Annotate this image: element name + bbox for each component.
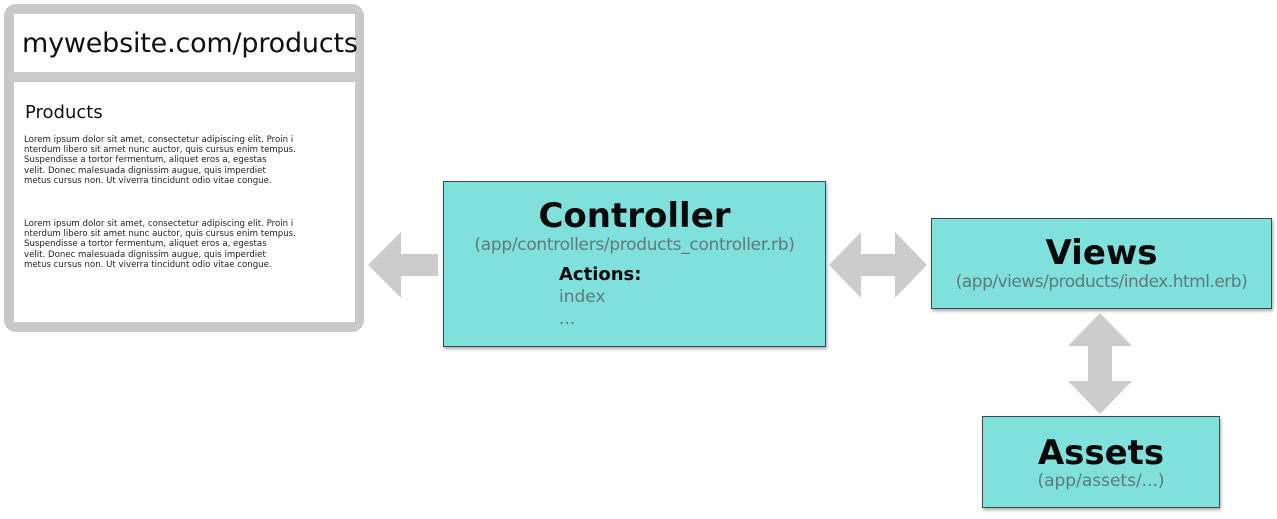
views-title: Views (1045, 233, 1158, 273)
arrow-controller-to-browser (368, 232, 438, 298)
controller-title: Controller (538, 196, 731, 236)
action-item-index: index (559, 287, 606, 307)
browser-window: mywebsite.com/products Products Lorem ip… (4, 4, 364, 332)
actions-label: Actions: (559, 264, 642, 285)
assets-box: Assets (app/assets/...) (982, 416, 1220, 508)
action-item-more: ... (559, 309, 576, 329)
controller-box: Controller (app/controllers/products_con… (443, 181, 826, 347)
controller-path: (app/controllers/products_controller.rb) (474, 235, 795, 255)
url-text: mywebsite.com/products (22, 27, 358, 59)
arrow-left-shape (368, 232, 438, 298)
page-paragraph: Lorem ipsum dolor sit amet, consectetur … (24, 135, 296, 186)
double-arrow-horizontal-shape (829, 232, 927, 298)
double-arrow-vertical-shape (1068, 313, 1132, 414)
page-heading: Products (25, 102, 103, 123)
views-path: (app/views/products/index.html.erb) (955, 272, 1248, 292)
address-bar: mywebsite.com/products (14, 14, 358, 72)
arrow-views-assets (1068, 313, 1132, 414)
assets-path: (app/assets/...) (1037, 471, 1165, 491)
assets-title: Assets (1037, 433, 1165, 473)
page-paragraph: Lorem ipsum dolor sit amet, consectetur … (24, 219, 296, 270)
views-box: Views (app/views/products/index.html.erb… (931, 218, 1272, 309)
page-content: Products Lorem ipsum dolor sit amet, con… (14, 82, 355, 322)
arrow-controller-views (829, 232, 927, 298)
